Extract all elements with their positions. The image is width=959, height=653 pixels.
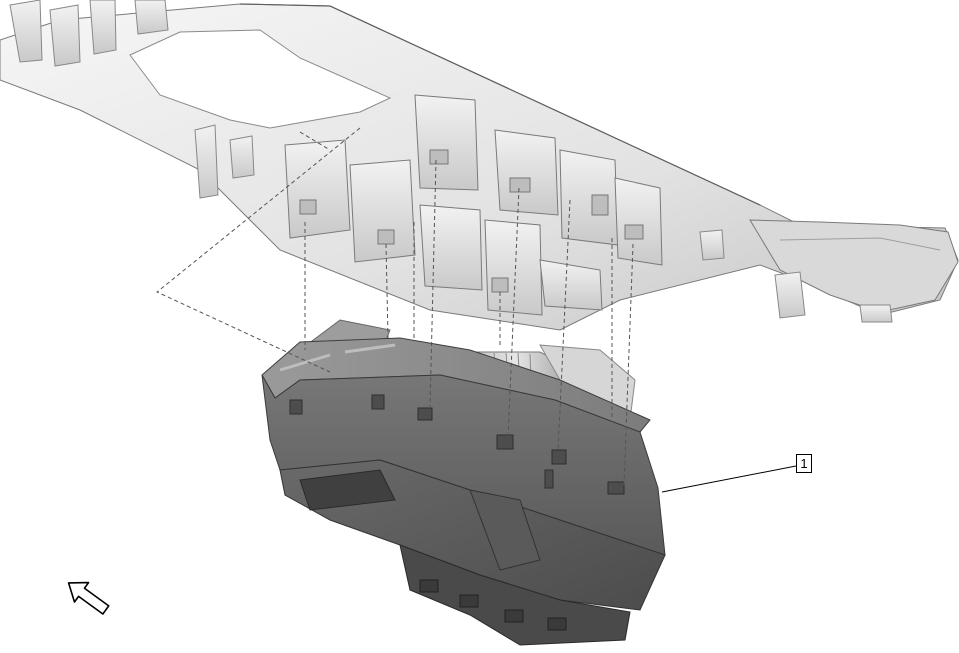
alignment-line <box>385 243 389 339</box>
alignment-lines <box>156 127 634 486</box>
bracket-mounting-tabs <box>284 94 663 316</box>
alignment-line <box>299 131 331 151</box>
callout-leader-line <box>661 465 797 493</box>
console-bracket <box>0 0 959 331</box>
alignment-line <box>623 243 634 486</box>
alignment-line <box>557 199 571 453</box>
alignment-line <box>156 127 361 373</box>
bracket-clips-right <box>699 229 893 323</box>
callout-label-1: 1 <box>796 454 812 473</box>
front-direction-arrow-icon <box>67 581 110 615</box>
alignment-line <box>429 159 437 409</box>
switch-module-assembly <box>261 319 666 646</box>
bracket-clips-left <box>9 0 255 199</box>
